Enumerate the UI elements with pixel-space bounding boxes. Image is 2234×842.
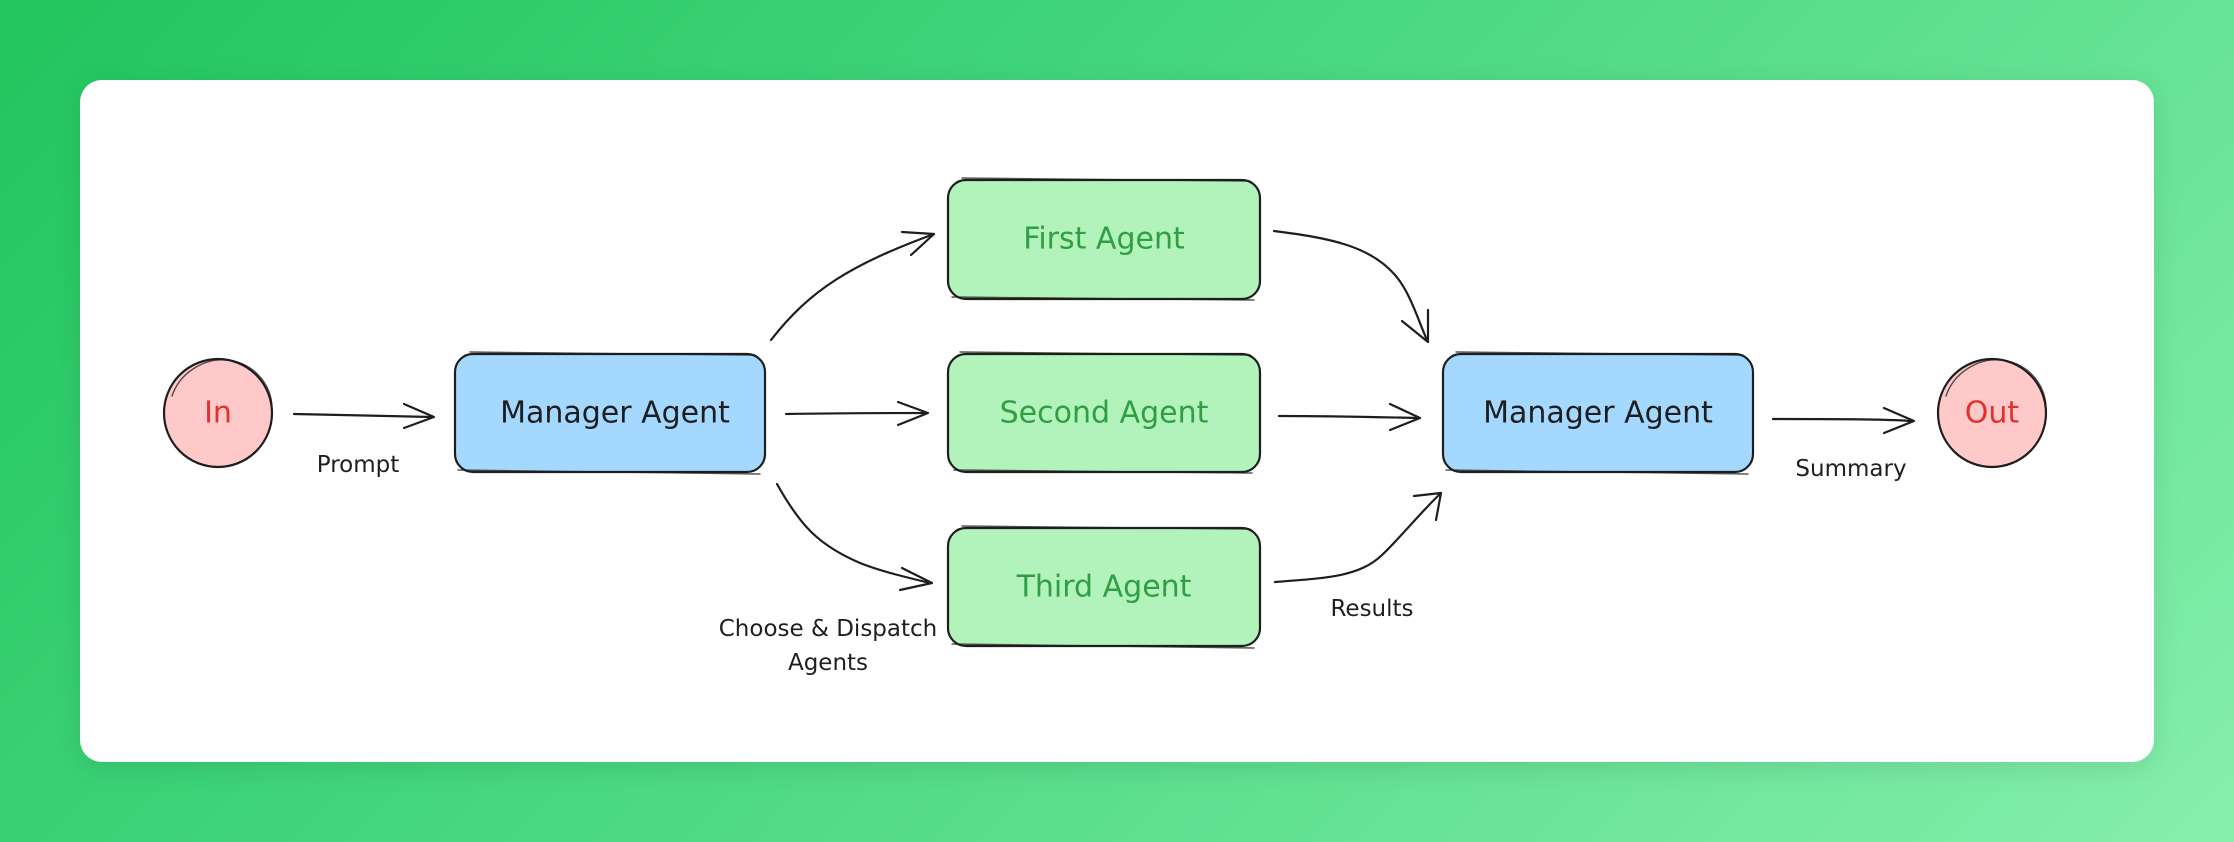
edge-first-agent-to-manager	[1272, 229, 1430, 344]
edge-manager-to-output	[1771, 406, 1916, 435]
manager-agent-node-1: Manager Agent	[453, 351, 767, 475]
third-agent-node: Third Agent	[946, 525, 1262, 649]
manager-agent-label-2: Manager Agent	[1483, 396, 1713, 431]
output-node: Out	[1936, 357, 2048, 469]
edge-manager-to-third-agent	[775, 482, 934, 592]
input-label: In	[204, 396, 232, 431]
summary-label: Summary	[1795, 456, 1906, 482]
first-agent-label: First Agent	[1023, 222, 1185, 257]
edge-input-to-manager	[292, 402, 436, 430]
edge-manager-to-second-agent	[784, 400, 930, 427]
third-agent-label: Third Agent	[1016, 570, 1192, 605]
second-agent-label: Second Agent	[1000, 396, 1209, 431]
edge-manager-to-first-agent	[769, 230, 936, 342]
edge-second-agent-to-manager	[1277, 402, 1422, 432]
second-agent-node: Second Agent	[946, 351, 1262, 474]
prompt-label: Prompt	[317, 452, 400, 478]
edge-third-agent-to-manager	[1273, 491, 1443, 584]
manager-agent-node-2: Manager Agent	[1441, 351, 1755, 475]
input-node: In	[162, 357, 274, 469]
output-label: Out	[1965, 396, 2020, 431]
dispatch-label-line-2: Agents	[788, 650, 868, 676]
manager-agent-label-1: Manager Agent	[500, 396, 730, 431]
dispatch-label-line-1: Choose & Dispatch	[719, 616, 938, 642]
results-label: Results	[1330, 596, 1413, 622]
first-agent-node: First Agent	[946, 177, 1262, 301]
